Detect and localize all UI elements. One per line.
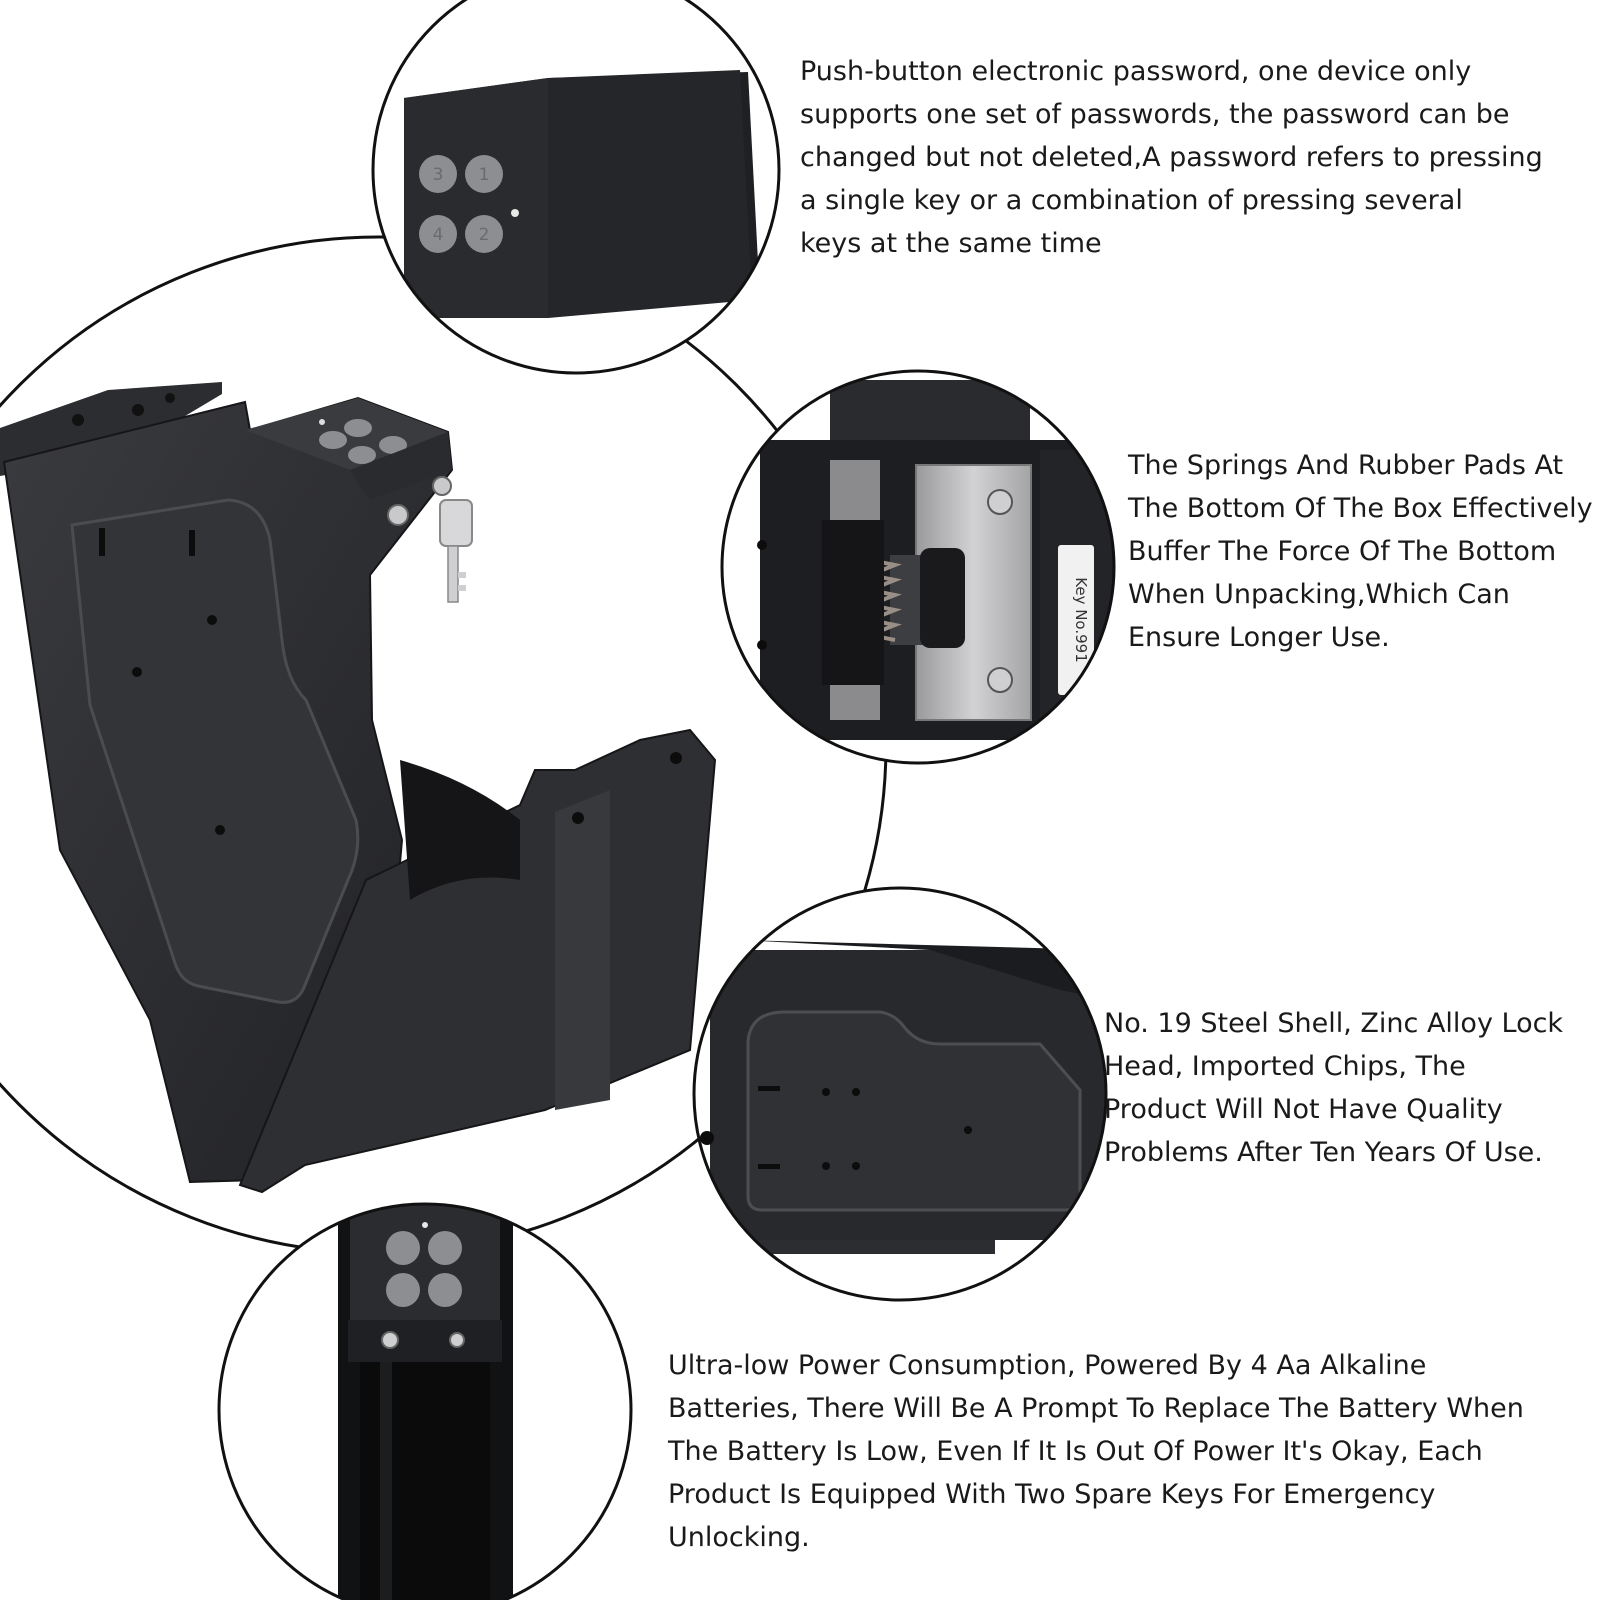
caption-line: supports one set of passwords, the passw… bbox=[800, 99, 1510, 130]
bottom-lock-cylinder bbox=[381, 1331, 399, 1349]
caption-line: The Springs And Rubber Pads At bbox=[1128, 450, 1564, 481]
keypad-button-number: 1 bbox=[479, 165, 490, 185]
steel-shell-closeup bbox=[692, 886, 1108, 1302]
springs-feature-caption: The Springs And Rubber Pads At The Botto… bbox=[1128, 444, 1593, 659]
keypad-feature-caption: Push-button electronic password, one dev… bbox=[800, 50, 1543, 265]
caption-line: Product Is Equipped With Two Spare Keys … bbox=[668, 1479, 1436, 1510]
keypad-button-2 bbox=[465, 155, 503, 193]
main-key-button-1 bbox=[319, 431, 347, 449]
caption-line: Head, Imported Chips, The bbox=[1104, 1051, 1466, 1082]
keypad-button-number: 4 bbox=[433, 225, 444, 245]
caption-line: a single key or a combination of pressin… bbox=[800, 185, 1463, 216]
bottom-key-button-1 bbox=[386, 1231, 420, 1265]
power-feature-caption: Ultra-low Power Consumption, Powered By … bbox=[668, 1344, 1524, 1559]
caption-line: changed but not deleted,A password refer… bbox=[800, 142, 1543, 173]
bottom-key-button-3 bbox=[386, 1273, 420, 1307]
main-key-button-2 bbox=[344, 419, 372, 437]
main-key-button-4 bbox=[379, 436, 407, 454]
keypad-button-1 bbox=[419, 155, 457, 193]
keypad-closeup: 3 1 4 2 bbox=[371, 0, 781, 375]
spare-key-icon bbox=[439, 499, 473, 603]
keypad-button-3 bbox=[419, 215, 457, 253]
key-number-label: Key No.991 bbox=[1072, 577, 1090, 663]
caption-line: The Battery Is Low, Even If It Is Out Of… bbox=[668, 1436, 1483, 1467]
caption-line: Push-button electronic password, one dev… bbox=[800, 56, 1472, 87]
keypad-top bbox=[245, 398, 448, 470]
side-panel bbox=[70, 498, 360, 1004]
rubber-pad bbox=[822, 520, 884, 685]
caption-line: When Unpacking,Which Can bbox=[1128, 579, 1510, 610]
keypad-button-number: 2 bbox=[479, 225, 490, 245]
gun-safe-main-image bbox=[0, 382, 717, 1194]
keypad-button-number: 3 bbox=[433, 165, 444, 185]
shell-feature-caption: No. 19 Steel Shell, Zinc Alloy Lock Head… bbox=[1104, 1002, 1563, 1174]
bottom-key-button-2 bbox=[428, 1231, 462, 1265]
caption-line: Buffer The Force Of The Bottom bbox=[1128, 536, 1557, 567]
caption-line: Unlocking. bbox=[668, 1522, 810, 1553]
bottom-key-button-4 bbox=[428, 1273, 462, 1307]
keypad-button-4 bbox=[465, 215, 503, 253]
shell-side-panel bbox=[746, 1010, 1082, 1212]
main-lock-cylinder bbox=[387, 504, 409, 526]
caption-line: Ensure Longer Use. bbox=[1128, 622, 1390, 653]
caption-line: keys at the same time bbox=[800, 228, 1102, 259]
main-key-button-3 bbox=[348, 446, 376, 464]
springs-closeup: Key No.991 bbox=[720, 369, 1116, 765]
caption-line: The Bottom Of The Box Effectively bbox=[1128, 493, 1593, 524]
caption-line: Batteries, There Will Be A Prompt To Rep… bbox=[668, 1393, 1524, 1424]
caption-line: Ultra-low Power Consumption, Powered By … bbox=[668, 1350, 1427, 1381]
caption-line: No. 19 Steel Shell, Zinc Alloy Lock bbox=[1104, 1008, 1564, 1039]
caption-line: Product Will Not Have Quality bbox=[1104, 1094, 1503, 1125]
bottom-keypad-closeup bbox=[217, 1202, 633, 1600]
caption-line: Problems After Ten Years Of Use. bbox=[1104, 1137, 1543, 1168]
